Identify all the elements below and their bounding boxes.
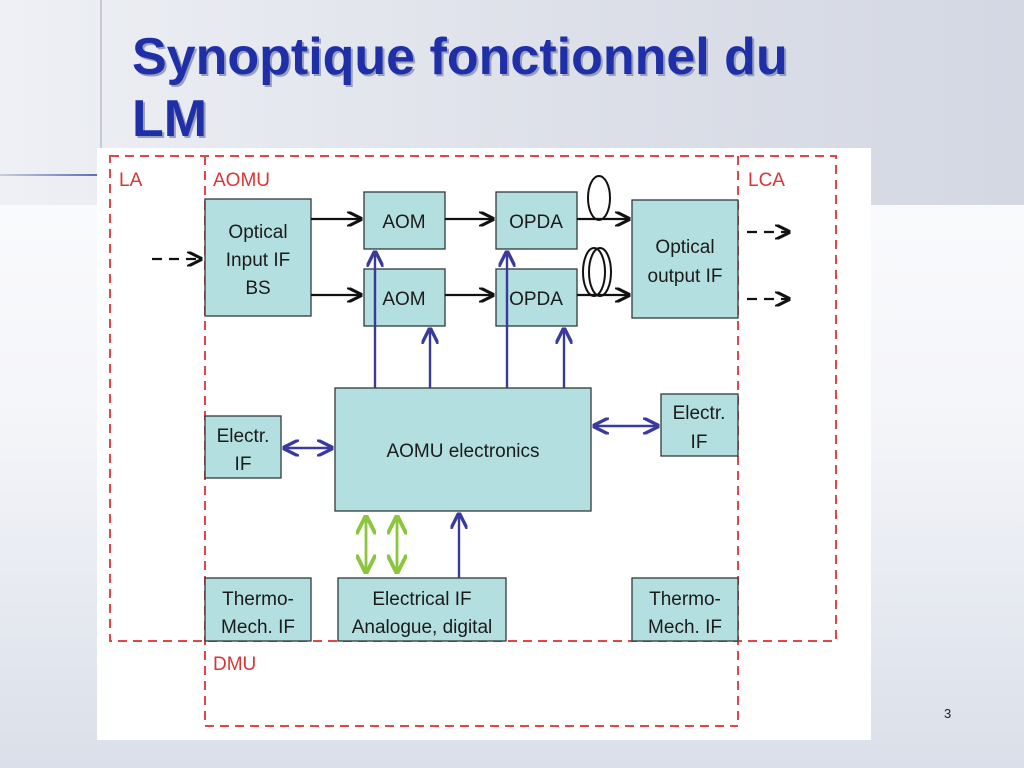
optical-input-label-2: Input IF bbox=[226, 250, 290, 271]
optical-input-label-3: BS bbox=[245, 278, 270, 299]
thermo-left-label-1: Thermo- bbox=[222, 589, 294, 610]
electrical-if-label-2: Analogue, digital bbox=[352, 617, 493, 638]
control-arrows bbox=[284, 252, 658, 578]
opda-block-1 bbox=[495, 191, 578, 250]
la-boundary bbox=[109, 155, 837, 642]
electr-if-left-label-2: IF bbox=[235, 454, 252, 475]
region-label-lca: LCA bbox=[748, 170, 785, 191]
electr-if-left-block bbox=[204, 415, 282, 479]
optical-output-label-1: Optical bbox=[655, 237, 714, 258]
electrical-if-label-1: Electrical IF bbox=[372, 589, 471, 610]
electrical-if-block bbox=[337, 577, 507, 642]
thermo-mech-right-block bbox=[631, 577, 739, 642]
fiber-coil-2b bbox=[588, 247, 612, 297]
fiber-coils bbox=[582, 175, 612, 297]
aomu-electronics-block bbox=[334, 387, 592, 512]
optical-arrows bbox=[152, 219, 789, 299]
opda-1-label: OPDA bbox=[509, 212, 563, 233]
aom-2-label: AOM bbox=[382, 289, 425, 310]
thermo-right-label-1: Thermo- bbox=[649, 589, 721, 610]
opda-2-label: OPDA bbox=[509, 289, 563, 310]
electr-if-right-label-2: IF bbox=[691, 432, 708, 453]
electr-if-right-block bbox=[660, 393, 739, 457]
green-arrows bbox=[366, 517, 397, 572]
optical-input-block bbox=[204, 198, 312, 317]
thermo-left-label-2: Mech. IF bbox=[221, 617, 295, 638]
electr-if-right-label-1: Electr. bbox=[673, 403, 726, 424]
slide-title: Synoptique fonctionnel du LM bbox=[132, 28, 788, 148]
fiber-coil-2a bbox=[582, 247, 606, 297]
region-label-la: LA bbox=[119, 170, 143, 191]
aom-1-label: AOM bbox=[382, 212, 425, 233]
aom-block-2 bbox=[363, 268, 446, 327]
optical-input-label-1: Optical bbox=[228, 222, 287, 243]
thermo-mech-left-block bbox=[204, 577, 312, 642]
opda-block-2 bbox=[495, 268, 578, 327]
aom-block-1 bbox=[363, 191, 446, 250]
decorative-horizontal-line bbox=[0, 174, 100, 176]
optical-output-block bbox=[631, 199, 739, 319]
decorative-vertical-line bbox=[100, 0, 102, 150]
optical-output-label-2: output IF bbox=[648, 266, 723, 287]
region-label-aomu: AOMU bbox=[213, 170, 270, 191]
page-number: 3 bbox=[944, 706, 952, 721]
functional-diagram: LA AOMU LCA DMU bbox=[97, 148, 871, 740]
electr-if-left-label-1: Electr. bbox=[217, 426, 270, 447]
region-label-dmu: DMU bbox=[213, 654, 256, 675]
fiber-coil-1 bbox=[587, 175, 611, 221]
thermo-right-label-2: Mech. IF bbox=[648, 617, 722, 638]
blocks bbox=[204, 191, 739, 642]
aomu-electronics-label: AOMU electronics bbox=[386, 441, 539, 462]
